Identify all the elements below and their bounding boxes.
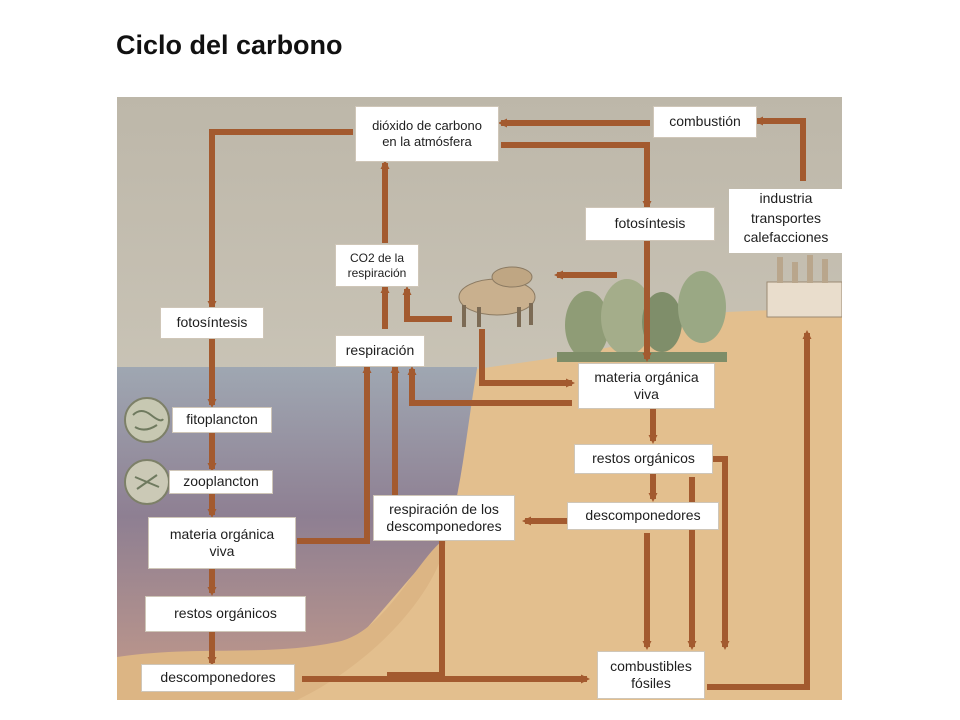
label-industry: industria transportes calefacciones <box>729 189 842 253</box>
phytoplankton-icon <box>124 397 170 443</box>
herbivores-icon <box>458 266 536 327</box>
flow-arrows <box>207 116 812 690</box>
arrow-herbivores-to-living-matter <box>479 329 575 388</box>
box-phytoplankton: fitoplancton <box>172 407 272 433</box>
arrow-living-to-respiration <box>407 366 572 406</box>
seabed-area <box>117 537 447 700</box>
arrow-remains-to-fossil <box>712 456 730 650</box>
arrow-industry-to-combustion <box>754 116 806 181</box>
arrow-sea-living-to-respiration <box>297 364 372 544</box>
zooplankton-icon <box>124 459 170 505</box>
arrow-co2-to-sea-photosynthesis <box>207 129 353 310</box>
trees-icon <box>557 271 727 362</box>
box-combustion: combustión <box>653 106 757 138</box>
box-organic-remains-sea: restos orgánicos <box>145 596 306 632</box>
arrow-co2-to-land-photosynthesis <box>501 142 652 210</box>
factory-icon <box>766 255 842 318</box>
box-living-matter-sea: materia orgánica viva <box>148 517 296 569</box>
box-organic-remains-land: restos orgánicos <box>574 444 713 474</box>
box-co2-respiration: CO2 de la respiración <box>335 244 419 287</box>
page-title: Ciclo del carbono <box>116 30 343 60</box>
box-zooplankton: zooplancton <box>169 470 273 494</box>
box-decomposers-respiration: respiración de los descomponedores <box>373 495 515 541</box>
box-living-matter-land: materia orgánica viva <box>578 363 715 409</box>
box-fossil-fuels: combustibles fósiles <box>597 651 705 699</box>
carbon-cycle-diagram: dióxido de carbono en la atmósfera combu… <box>117 97 842 700</box>
arrow-herbivores-to-co2-resp <box>402 286 452 322</box>
box-photosynthesis-land: fotosíntesis <box>585 207 715 241</box>
box-decomposers-sea: descomponedores <box>141 664 295 692</box>
box-respiration: respiración <box>335 335 425 367</box>
arrow-sea-decomposers-to-respiration <box>387 524 447 678</box>
box-photosynthesis-sea: fotosíntesis <box>160 307 264 339</box>
arrow-fossil-to-industry <box>707 330 812 690</box>
box-co2-atmosphere: dióxido de carbono en la atmósfera <box>355 106 499 162</box>
box-decomposers-land: descomponedores <box>567 502 719 530</box>
